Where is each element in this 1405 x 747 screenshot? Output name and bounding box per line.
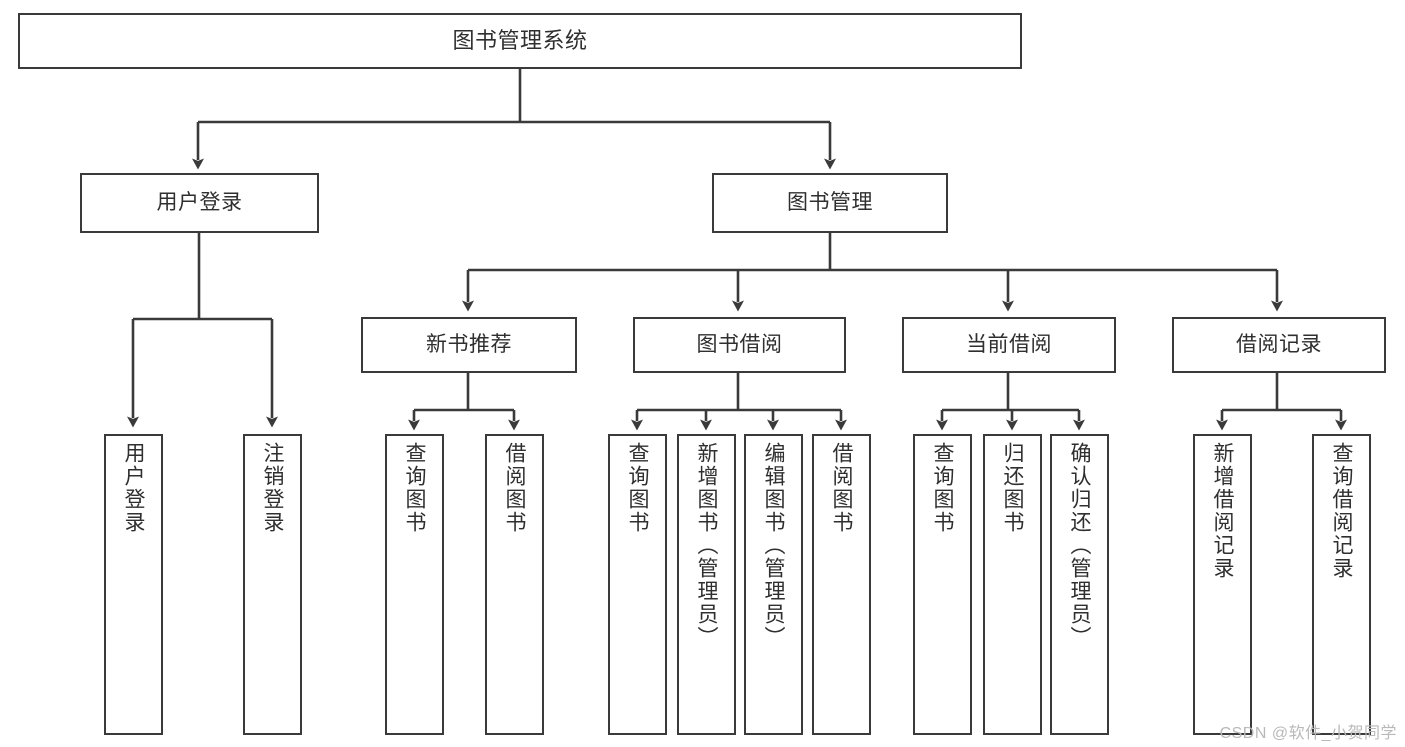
node-leaf-query-record[interactable]: 查询借阅记录 [1312,434,1371,735]
node-book-manage-label: 图书管理 [787,190,873,214]
node-leaf-logout-label: 注销登录 [261,442,284,534]
node-leaf-confirm-return[interactable]: 确认归还（管理员） [1050,434,1109,735]
node-book-manage[interactable]: 图书管理 [712,173,948,233]
node-root-label: 图书管理系统 [452,27,588,53]
node-borrow-record[interactable]: 借阅记录 [1172,317,1386,373]
node-leaf-borrow-book-2[interactable]: 借阅图书 [812,434,871,735]
node-current-borrow-label: 当前借阅 [966,332,1052,356]
node-leaf-return-book-label: 归还图书 [1001,442,1024,534]
node-leaf-edit-book-label: 编辑图书（管理员） [762,442,785,649]
node-leaf-add-book[interactable]: 新增图书（管理员） [677,434,736,735]
node-leaf-query-book-3[interactable]: 查询图书 [913,434,972,735]
node-leaf-user-login-label: 用户登录 [122,442,145,534]
csdn-watermark: CSDN @软件_小贺同学 [1219,725,1397,742]
node-leaf-query-book-2-label: 查询图书 [626,442,649,534]
node-root[interactable]: 图书管理系统 [18,13,1022,69]
node-leaf-query-book-1[interactable]: 查询图书 [385,434,444,735]
node-leaf-logout[interactable]: 注销登录 [243,434,302,735]
node-leaf-user-login[interactable]: 用户登录 [104,434,163,735]
node-borrow-record-label: 借阅记录 [1236,332,1322,356]
node-leaf-add-book-label: 新增图书（管理员） [695,442,718,649]
node-leaf-add-record-label: 新增借阅记录 [1211,442,1234,580]
node-current-borrow[interactable]: 当前借阅 [902,317,1116,373]
node-leaf-query-book-3-label: 查询图书 [931,442,954,534]
node-leaf-borrow-book-1-label: 借阅图书 [503,442,526,534]
node-leaf-add-record[interactable]: 新增借阅记录 [1193,434,1252,735]
node-leaf-borrow-book-2-label: 借阅图书 [830,442,853,534]
node-new-book-recommend[interactable]: 新书推荐 [361,317,577,373]
node-new-book-recommend-label: 新书推荐 [426,332,512,356]
node-leaf-query-record-label: 查询借阅记录 [1330,442,1353,580]
node-user-login[interactable]: 用户登录 [80,173,319,233]
node-leaf-borrow-book-1[interactable]: 借阅图书 [485,434,544,735]
node-leaf-edit-book[interactable]: 编辑图书（管理员） [744,434,803,735]
node-user-login-label: 用户登录 [156,190,243,214]
node-book-borrow[interactable]: 图书借阅 [633,317,846,373]
node-leaf-query-book-2[interactable]: 查询图书 [608,434,667,735]
node-leaf-query-book-1-label: 查询图书 [403,442,426,534]
node-book-borrow-label: 图书借阅 [696,332,783,356]
node-leaf-confirm-return-label: 确认归还（管理员） [1068,442,1091,649]
node-leaf-return-book[interactable]: 归还图书 [983,434,1042,735]
